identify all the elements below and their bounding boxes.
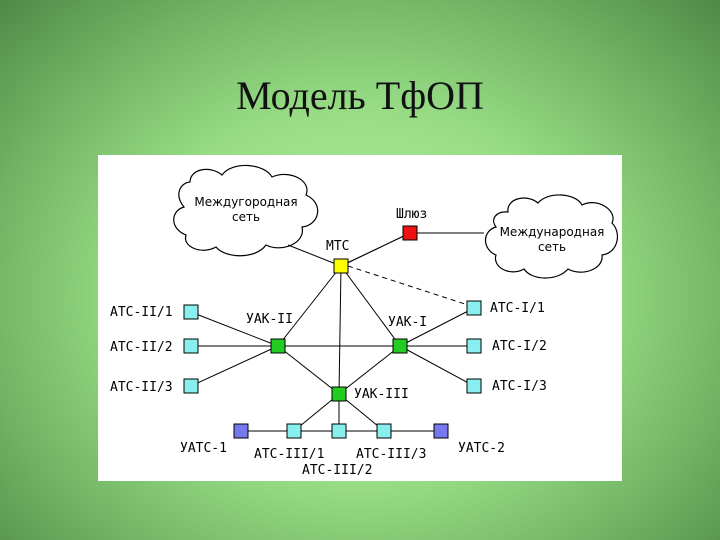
label-uak-ii: УАК-II xyxy=(246,312,293,327)
slide-title: Модель ТфОП xyxy=(236,73,484,118)
label-ats-iii-2: АТС-III/2 xyxy=(302,463,373,478)
node-uats-1 xyxy=(233,423,249,439)
label-ats-ii-3: АТС-II/3 xyxy=(110,380,173,395)
node-ats-i-3 xyxy=(466,378,482,394)
diagram-graphics xyxy=(173,164,619,439)
links xyxy=(190,232,478,432)
label-uak-i: УАК-I xyxy=(388,315,428,330)
cloud-intercity xyxy=(173,164,319,257)
label-ats-i-1: АТС-I/1 xyxy=(490,301,545,316)
label-uak-iii: УАК-III xyxy=(354,387,409,402)
node-gateway xyxy=(402,225,418,241)
network-diagram: Междугородная сеть Международная сеть Шл… xyxy=(98,155,622,481)
label-ats-i-2: АТС-I/2 xyxy=(492,339,547,354)
node-ats-iii-2 xyxy=(331,423,347,439)
label-ats-ii-1: АТС-II/1 xyxy=(110,305,173,320)
node-ats-ii-3 xyxy=(183,378,199,394)
label-ats-iii-3: АТС-III/3 xyxy=(356,447,427,462)
node-ats-iii-1 xyxy=(286,423,302,439)
node-ats-i-1 xyxy=(466,300,482,316)
node-uak-i xyxy=(392,338,408,354)
label-ats-iii-1: АТС-III/1 xyxy=(254,447,325,462)
node-ats-ii-2 xyxy=(183,338,199,354)
node-uak-ii xyxy=(270,338,286,354)
gateway-mts-link xyxy=(340,232,411,267)
mts-ats-i-1-dashed-link xyxy=(347,265,469,306)
label-mts: МТС xyxy=(326,239,350,254)
node-uak-iii xyxy=(331,386,347,402)
node-ats-i-2 xyxy=(466,338,482,354)
label-uats-2: УАТС-2 xyxy=(458,441,505,456)
cloud-intercity-label: Междугородная сеть xyxy=(194,195,298,224)
node-uats-2 xyxy=(433,423,449,439)
label-uats-1: УАТС-1 xyxy=(180,441,227,456)
node-ats-ii-1 xyxy=(183,304,199,320)
cloud-international xyxy=(484,194,619,279)
cloud-international-label: Международная сеть xyxy=(499,225,605,254)
node-ats-iii-3 xyxy=(376,423,392,439)
node-mts xyxy=(333,258,349,274)
label-ats-i-3: АТС-I/3 xyxy=(492,379,547,394)
label-ats-ii-2: АТС-II/2 xyxy=(110,340,173,355)
label-gateway: Шлюз xyxy=(396,207,428,222)
